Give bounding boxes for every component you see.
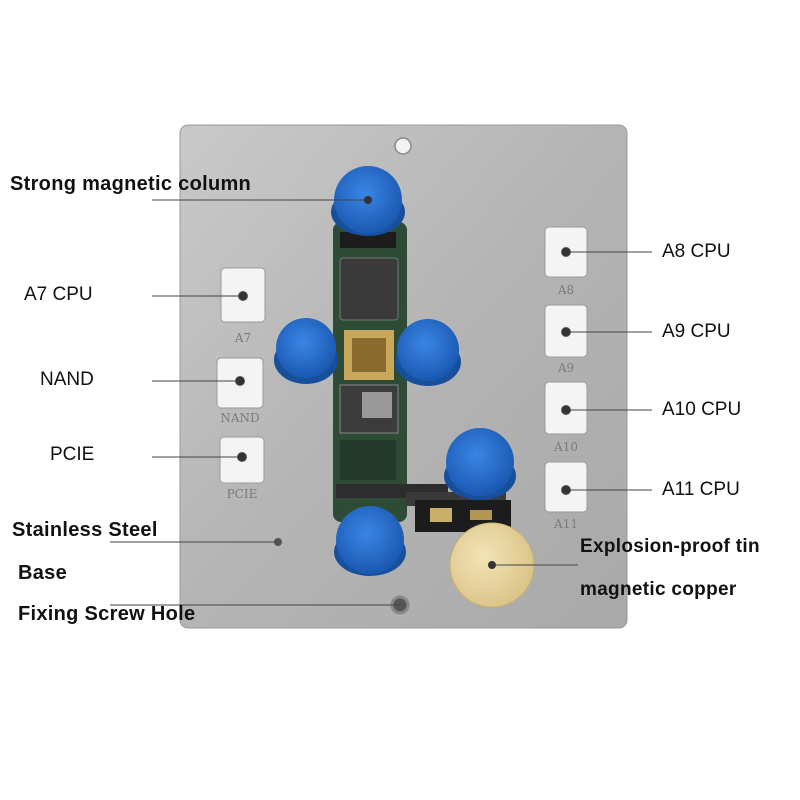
engraving-a8: A8 bbox=[557, 283, 574, 297]
label-pcie: PCIE bbox=[50, 444, 95, 465]
label-a7-cpu: A7 CPU bbox=[24, 284, 93, 305]
logic-board bbox=[333, 222, 511, 532]
leader-lines bbox=[110, 199, 652, 606]
label-a8-cpu: A8 CPU bbox=[662, 241, 731, 262]
magnet-left bbox=[274, 318, 338, 384]
engraving-nand: NAND bbox=[220, 411, 259, 425]
magnet-right bbox=[395, 319, 461, 386]
label-explosion-proof-tin: Explosion-proof tin bbox=[580, 536, 760, 557]
magnet-bottom bbox=[334, 506, 406, 576]
engraving-a10: A10 bbox=[553, 440, 578, 454]
magnet-lower-right bbox=[444, 428, 516, 500]
label-a10-cpu: A10 CPU bbox=[662, 399, 742, 420]
label-fixing-screw-hole: Fixing Screw Hole bbox=[18, 603, 196, 625]
top-hole bbox=[394, 137, 412, 155]
seat-nand: NAND bbox=[216, 357, 264, 425]
label-base: Base bbox=[18, 562, 68, 584]
engraving-a11: A11 bbox=[553, 517, 578, 531]
engraving-a7: A7 bbox=[234, 331, 251, 345]
leader-dots bbox=[236, 196, 570, 569]
engraving-a9: A9 bbox=[557, 361, 574, 375]
label-a9-cpu: A9 CPU bbox=[662, 321, 731, 342]
label-strong-magnetic-column: Strong magnetic column bbox=[10, 173, 252, 195]
label-magnetic-copper: magnetic copper bbox=[580, 579, 737, 600]
label-nand: NAND bbox=[40, 369, 94, 390]
label-stainless-steel: Stainless Steel bbox=[12, 519, 158, 541]
label-a11-cpu: A11 CPU bbox=[662, 479, 740, 500]
engraving-pcie: PCIE bbox=[227, 487, 258, 501]
